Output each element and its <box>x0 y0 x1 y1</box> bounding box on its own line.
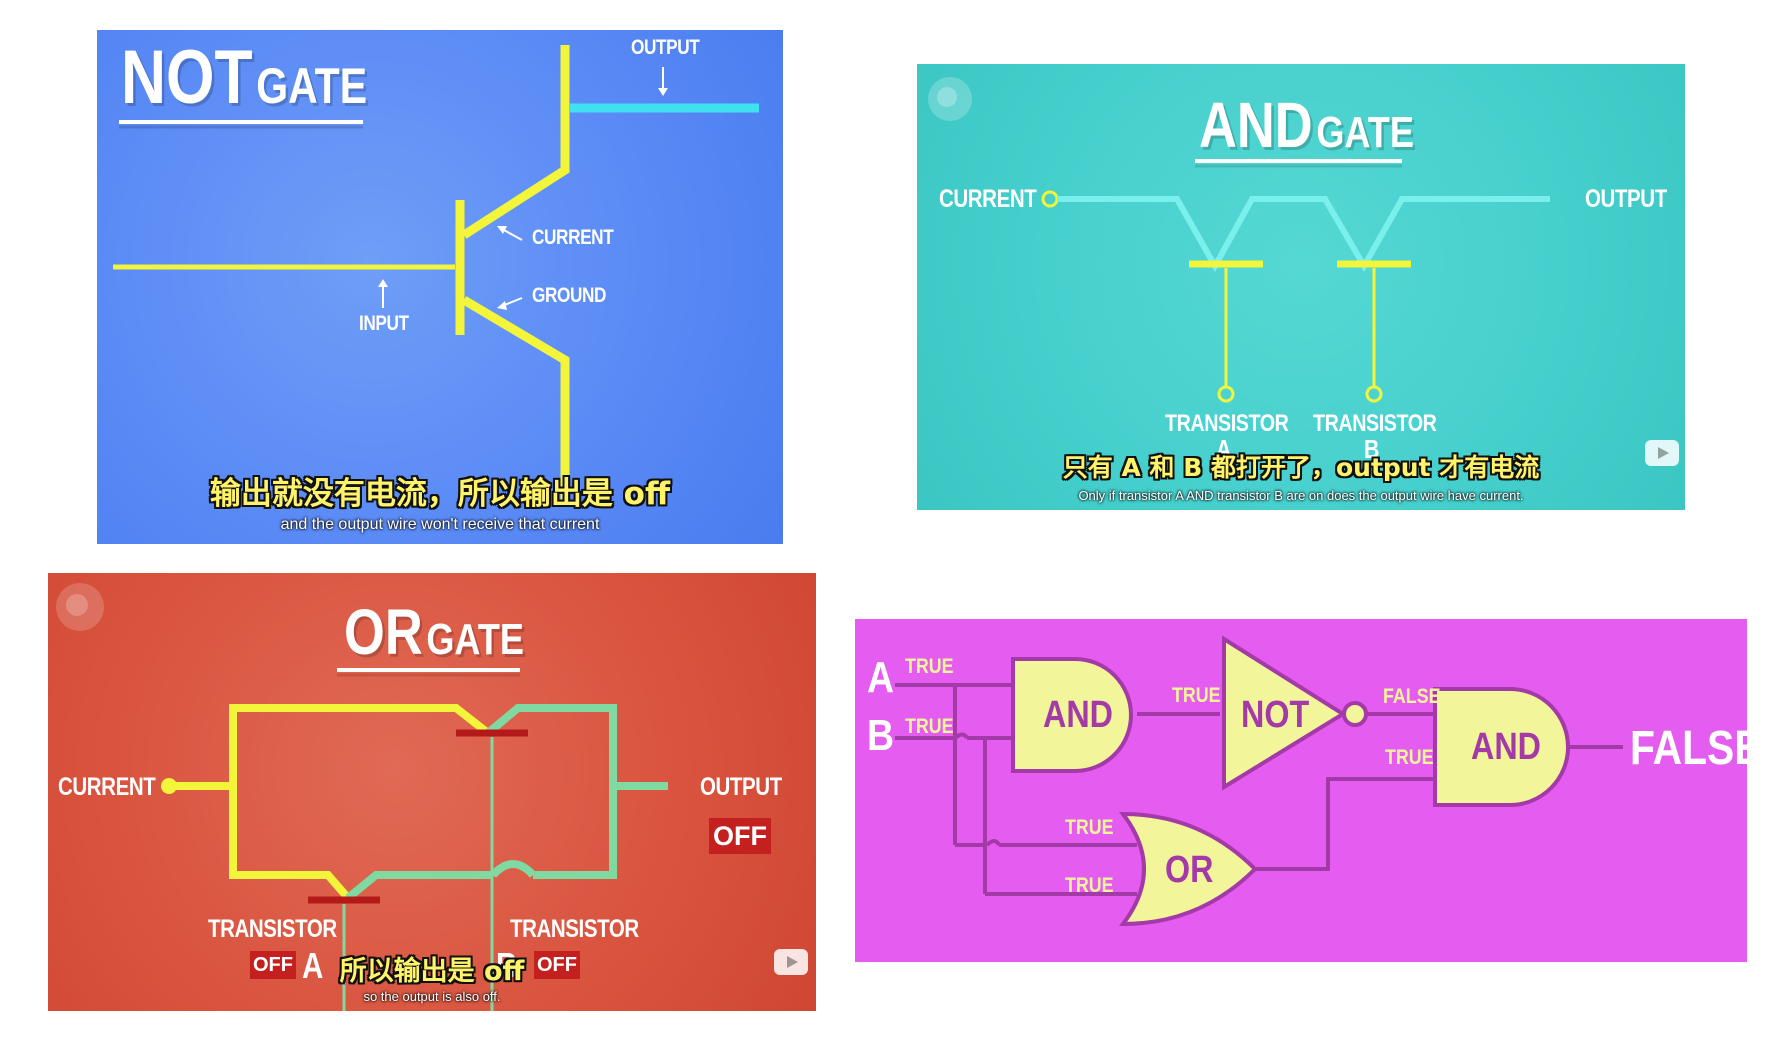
not-gate-title-main: NOT <box>121 35 253 120</box>
and-subtitle-cn: 只有 A 和 B 都打开了，output 才有电流 <box>1062 453 1540 482</box>
not-gate-diagram <box>113 45 759 500</box>
not-gate-label: NOT <box>1241 694 1310 736</box>
or-transistor-a-state-badge: OFF <box>250 951 296 979</box>
not-subtitle-cn: 输出就没有电流，所以输出是 off <box>209 476 671 512</box>
or-transistor-a-letter: A <box>302 945 323 986</box>
not-output-value: FALSE <box>1383 685 1441 708</box>
or-transistor-a-label: TRANSISTOR <box>208 915 337 943</box>
or-current-label: CURRENT <box>58 773 156 801</box>
or-subtitle-en: so the output is also off. <box>363 989 501 1004</box>
and-transistor-b-letter: B <box>1364 434 1379 464</box>
play-icon[interactable] <box>1645 440 1679 466</box>
and-gate-title: AND GATE <box>1199 88 1414 162</box>
or-gate-title: OR GATE <box>344 595 524 669</box>
or-gate-title-sub: GATE <box>426 615 524 664</box>
and1-output-value: TRUE <box>1172 684 1221 707</box>
or-gate-title-main: OR <box>344 596 423 668</box>
and-gate-title-sub: GATE <box>1316 108 1414 157</box>
or-subtitle-cn: 所以输出是 off <box>339 956 525 987</box>
and-subtitle-en: Only if transistor A AND transistor B ar… <box>1078 488 1524 503</box>
or-gate-panel: OR GATE CURRENT OUTPUT OFF TRANSISTOR OF… <box>48 573 816 1011</box>
or-gate-diagram <box>56 583 668 1011</box>
input-b-label: B <box>867 711 895 760</box>
or-input2-value: TRUE <box>1065 874 1114 897</box>
or-input1-value: TRUE <box>1065 816 1114 839</box>
and-transistor-a-letter: A <box>1216 434 1231 464</box>
or-output-state-badge: OFF <box>709 818 771 854</box>
or-transistor-b-letter: B <box>496 945 517 986</box>
or-output-value: TRUE <box>1385 746 1434 769</box>
or-transistor-b-label: TRANSISTOR <box>510 915 639 943</box>
not-subtitle-en: and the output wire won't receive that c… <box>280 516 600 533</box>
b-value: TRUE <box>905 715 954 738</box>
not-output-label: OUTPUT <box>631 36 700 59</box>
not-gate-panel: NOT GATE OUTPUT CURRENT GROUND INPUT 输出就… <box>97 30 783 544</box>
and2-gate-label: AND <box>1471 726 1541 768</box>
not-input-label: INPUT <box>359 312 409 335</box>
a-value: TRUE <box>905 655 954 678</box>
or-gate-label: OR <box>1165 849 1214 891</box>
not-gate-title: NOT GATE <box>121 34 367 121</box>
and-gate-panel: AND GATE CURRENT OUTPUT TRANSISTOR A TRA… <box>917 64 1685 510</box>
and-output-label: OUTPUT <box>1585 185 1667 213</box>
combined-circuit-diagram <box>895 635 1623 927</box>
and-transistor-b-label: TRANSISTOR <box>1313 410 1437 437</box>
not-current-label: CURRENT <box>532 226 614 249</box>
input-a-label: A <box>867 653 895 702</box>
or-output-label: OUTPUT <box>700 773 782 801</box>
and-transistor-a-label: TRANSISTOR <box>1165 410 1289 437</box>
and-gate-title-main: AND <box>1199 89 1313 161</box>
and1-gate-label: AND <box>1043 694 1113 736</box>
and-gate-diagram <box>928 77 1550 403</box>
final-output-value: FALSE <box>1630 722 1747 775</box>
not-gate-title-sub: GATE <box>256 58 368 114</box>
combined-circuit-panel: A B TRUE TRUE AND TRUE NOT FALSE TRUE TR… <box>855 619 1747 962</box>
and-current-label: CURRENT <box>939 185 1037 213</box>
play-icon[interactable] <box>774 949 808 975</box>
not-ground-label: GROUND <box>532 284 607 307</box>
or-transistor-b-state-badge: OFF <box>534 951 580 979</box>
